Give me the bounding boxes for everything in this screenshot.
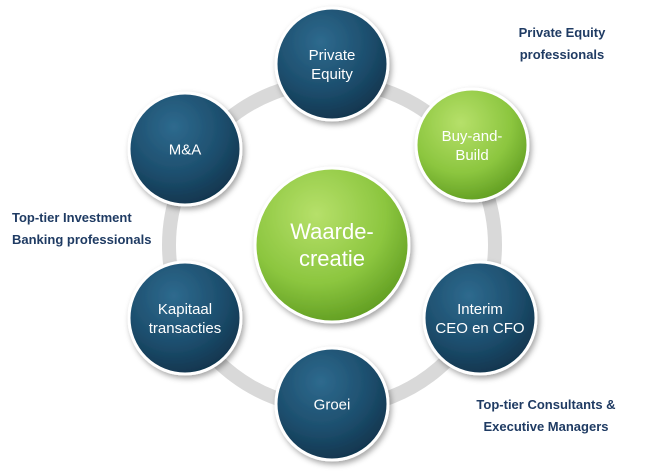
label-line: professionals <box>519 47 605 62</box>
node-buy-and-build-label: Build <box>455 147 488 164</box>
label-line: Executive Managers <box>483 419 609 434</box>
node-buy-and-build-label: Buy-and- <box>442 128 503 145</box>
node-buy-and-build: Buy-and- Build <box>414 87 530 203</box>
label-line: Top-tier Investment <box>12 210 132 225</box>
node-kapitaal-transacties-label: Kapitaal <box>158 301 212 318</box>
center-node-waarde-creatie: Waarde-creatie <box>253 166 411 324</box>
investment-banking-professionals-label: Top-tier Investment Banking professional… <box>12 207 151 251</box>
node-m-and-a-label: M&A <box>169 141 202 158</box>
label-line: Private Equity <box>518 25 606 40</box>
label-line: Banking professionals <box>12 232 152 247</box>
node-interim-ceo-cfo-label: CEO en CFO <box>435 320 524 337</box>
node-m-and-a-circle <box>127 91 243 207</box>
node-m-and-a: M&A <box>127 91 243 207</box>
center-node-waarde-creatie-label: creatie <box>299 246 365 271</box>
node-private-equity-circle <box>274 6 390 122</box>
consultants-managers-label: Top-tier Consultants & Executive Manager… <box>470 394 622 438</box>
node-groei-label: Groei <box>314 396 351 413</box>
node-interim-ceo-cfo-label: Interim <box>457 301 503 318</box>
node-private-equity-label: Equity <box>311 66 353 83</box>
node-private-equity-label: Private <box>309 47 356 64</box>
node-groei: Groei <box>274 346 390 462</box>
label-line: Top-tier Consultants & <box>476 397 616 412</box>
node-buy-and-build-circle <box>414 87 530 203</box>
node-groei-circle <box>274 346 390 462</box>
node-kapitaal-transacties-circle <box>127 260 243 376</box>
node-kapitaal-transacties-label: transacties <box>149 320 222 337</box>
node-kapitaal-transacties: Kapitaal transacties <box>127 260 243 376</box>
private-equity-professionals-label: Private Equity professionals <box>514 22 610 66</box>
center-node-waarde-creatie-circle <box>253 166 411 324</box>
node-interim-ceo-cfo-circle <box>422 260 538 376</box>
center-node-waarde-creatie-label: Waarde- <box>290 219 374 244</box>
